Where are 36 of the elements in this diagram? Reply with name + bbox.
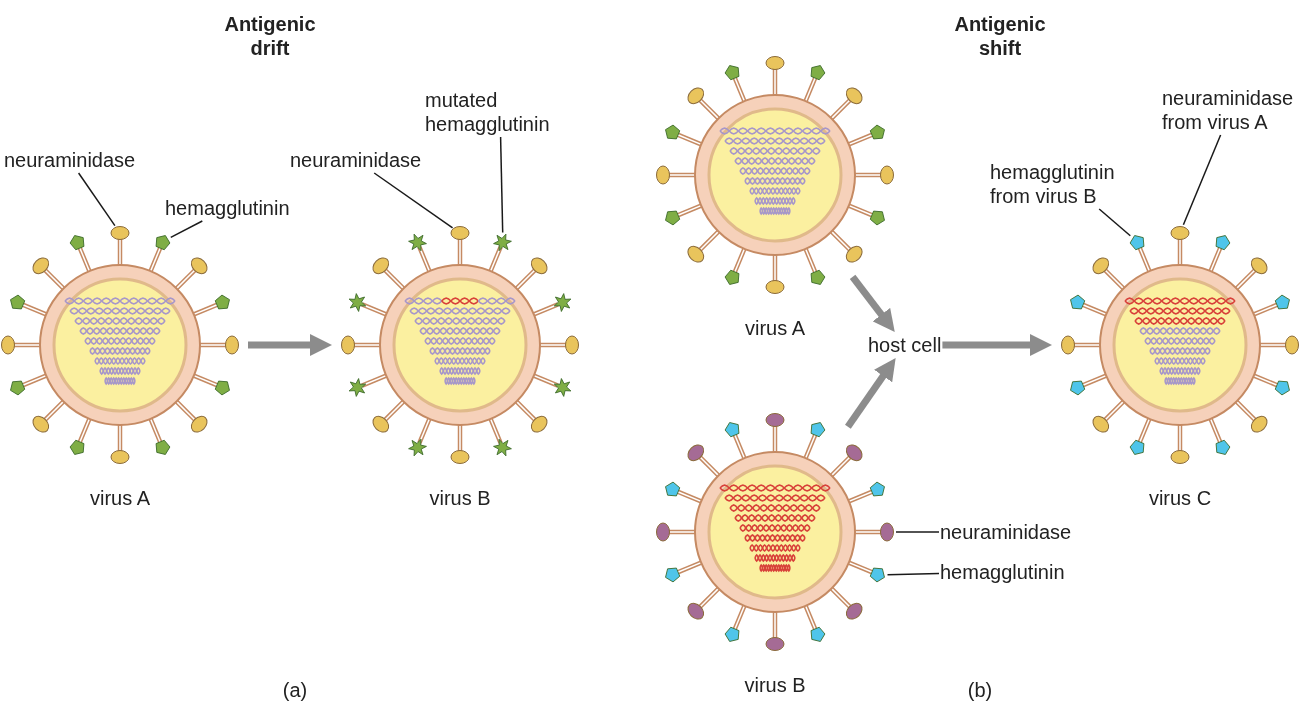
node-label: host cell: [868, 333, 942, 357]
spike-knob: [450, 226, 470, 240]
node-label: neuraminidase: [290, 148, 422, 172]
spike-knob: [110, 226, 130, 240]
leader-line: [895, 531, 940, 533]
leader-line: [77, 172, 116, 227]
node-label: hemagglutinin from virus B: [990, 160, 1150, 208]
leader-line: [1182, 134, 1222, 226]
panel-heading: Antigenic shift: [953, 12, 1047, 60]
virus-label: virus A: [744, 317, 806, 340]
node-label: neuraminidase: [4, 148, 136, 172]
node-label: neuraminidase: [940, 520, 1072, 544]
node-label: neuraminidase from virus A: [1162, 86, 1300, 134]
arrow: [845, 357, 896, 429]
panel-letter: (b): [966, 678, 994, 702]
panel-letter: (a): [281, 678, 309, 702]
arrow: [849, 274, 895, 333]
leader-line: [499, 136, 504, 234]
spike-knob: [1170, 226, 1190, 240]
spike-pentagon: [869, 567, 885, 583]
spike-knob: [880, 522, 894, 542]
spike-pentagon: [155, 235, 171, 251]
leader-line: [373, 172, 454, 229]
virus-label: virus C: [1147, 487, 1213, 510]
leader-line: [886, 572, 940, 576]
spike-star: [493, 233, 512, 252]
virus-label: virus B: [428, 487, 492, 510]
node-label: mutated hemagglutinin: [425, 88, 575, 136]
spike-pentagon: [1129, 235, 1145, 251]
panel-heading: Antigenic drift: [223, 12, 317, 60]
node-label: hemagglutinin: [165, 196, 290, 220]
leader-line: [1098, 208, 1132, 237]
virus-label: virus A: [89, 487, 151, 510]
virus-label: virus B: [743, 674, 807, 697]
leader-line: [170, 220, 204, 239]
node-label: hemagglutinin: [940, 560, 1065, 584]
